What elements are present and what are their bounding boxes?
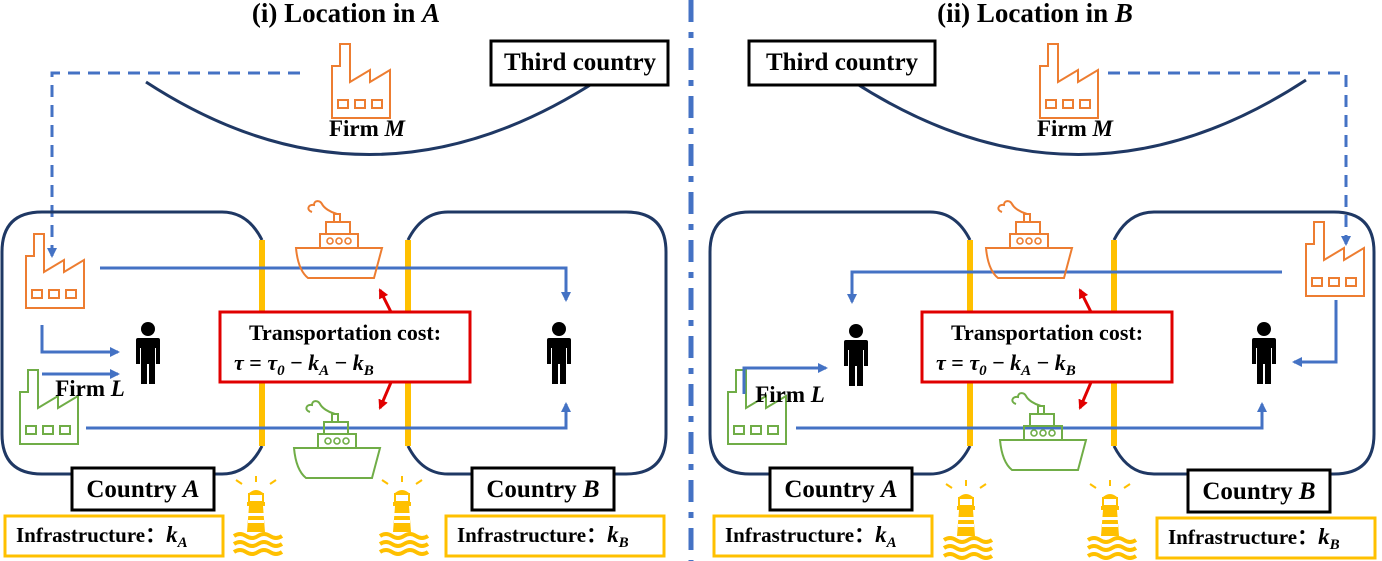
lighthouse-b-icon (1086, 478, 1138, 560)
infrastructure-a-box (3, 514, 225, 558)
country-b-label: Country B (486, 476, 599, 503)
lighthouse-a-icon (232, 474, 284, 556)
country-b-box (470, 466, 616, 512)
consumer-b-person-icon (547, 322, 571, 384)
infrastructure-a-box (712, 514, 934, 558)
third-country-label: Third country (504, 49, 657, 76)
consumer-a-person-icon (136, 322, 160, 384)
lighthouse-a-icon (942, 478, 994, 560)
infrastructure-b-label: Infrastructure：kB (457, 522, 629, 551)
panel-location-a: (i) Location in A Third country Firm M F… (0, 0, 670, 558)
cost-arrow-up (1078, 288, 1094, 315)
country-a-label: Country A (86, 476, 199, 503)
cost-arrow-down (378, 379, 394, 410)
country-a-label: Country A (784, 476, 897, 503)
third-country-curve (853, 78, 1307, 156)
country-a-border (708, 210, 972, 476)
panel-title: (ii) Location in B (937, 0, 1133, 28)
country-b-box (1186, 468, 1332, 514)
firm-l-label: Firm L (755, 382, 825, 407)
third-country-box (489, 39, 670, 87)
firm-m-factory-icon (1039, 43, 1099, 119)
green-ship-icon (293, 400, 381, 479)
green-ship-icon (999, 392, 1087, 471)
firm-m-factory-icon (331, 43, 391, 119)
firm-m-label: Firm M (1037, 116, 1115, 141)
firm-m-label: Firm M (329, 116, 407, 141)
cost-arrow-up (378, 288, 394, 315)
country-b-border (1112, 210, 1376, 476)
transport-cost-box (920, 310, 1174, 384)
fdi-dashed-arrow (1108, 71, 1351, 246)
country-b-border (406, 210, 668, 476)
firm-m-affiliate-factory-icon (25, 233, 85, 309)
country-a-box (768, 466, 914, 512)
lighthouse-b-icon (378, 474, 430, 556)
panel-location-b: (ii) Location in B Third country Firm M … (708, 0, 1377, 560)
consumer-b-person-icon (1252, 322, 1276, 384)
flow-export-l-to-b (796, 402, 1267, 430)
orange-ship-icon (295, 200, 383, 279)
transport-cost-label: Transportation cost: (951, 320, 1143, 345)
firm-m-affiliate-factory-icon (1305, 221, 1365, 297)
transport-cost-box (218, 310, 472, 384)
flow-export-l-to-b (86, 402, 571, 430)
third-country-label: Third country (766, 49, 919, 76)
transport-cost-formula: τ = τ0 − kA − kB (234, 350, 374, 379)
country-b-label: Country B (1202, 478, 1315, 505)
cost-arrow-down (1078, 379, 1094, 410)
fdi-dashed-arrow (47, 71, 300, 258)
infrastructure-b-label: Infrastructure：kB (1168, 524, 1340, 553)
flow-m-to-b (1292, 300, 1338, 367)
consumer-a-person-icon (844, 324, 868, 386)
third-country-box (747, 39, 937, 87)
infrastructure-b-box (1155, 516, 1377, 560)
panel-title: (i) Location in A (252, 0, 440, 28)
flow-l-to-a (742, 363, 828, 394)
infrastructure-a-label: Infrastructure：kA (16, 522, 188, 551)
infrastructure-a-label: Infrastructure：kA (725, 522, 897, 551)
infrastructure-b-box (444, 514, 666, 558)
flow-m-to-a (40, 325, 120, 357)
country-a-box (70, 466, 216, 512)
flow-export-m-to-a (847, 270, 1282, 304)
third-country-curve (145, 78, 599, 156)
transport-cost-formula: τ = τ0 − kA − kB (936, 350, 1076, 379)
transport-cost-label: Transportation cost: (249, 320, 441, 345)
orange-ship-icon (985, 200, 1073, 279)
flow-export-m-to-b (100, 266, 571, 302)
country-a-border (0, 210, 264, 476)
firm-l-label: Firm L (55, 376, 125, 401)
